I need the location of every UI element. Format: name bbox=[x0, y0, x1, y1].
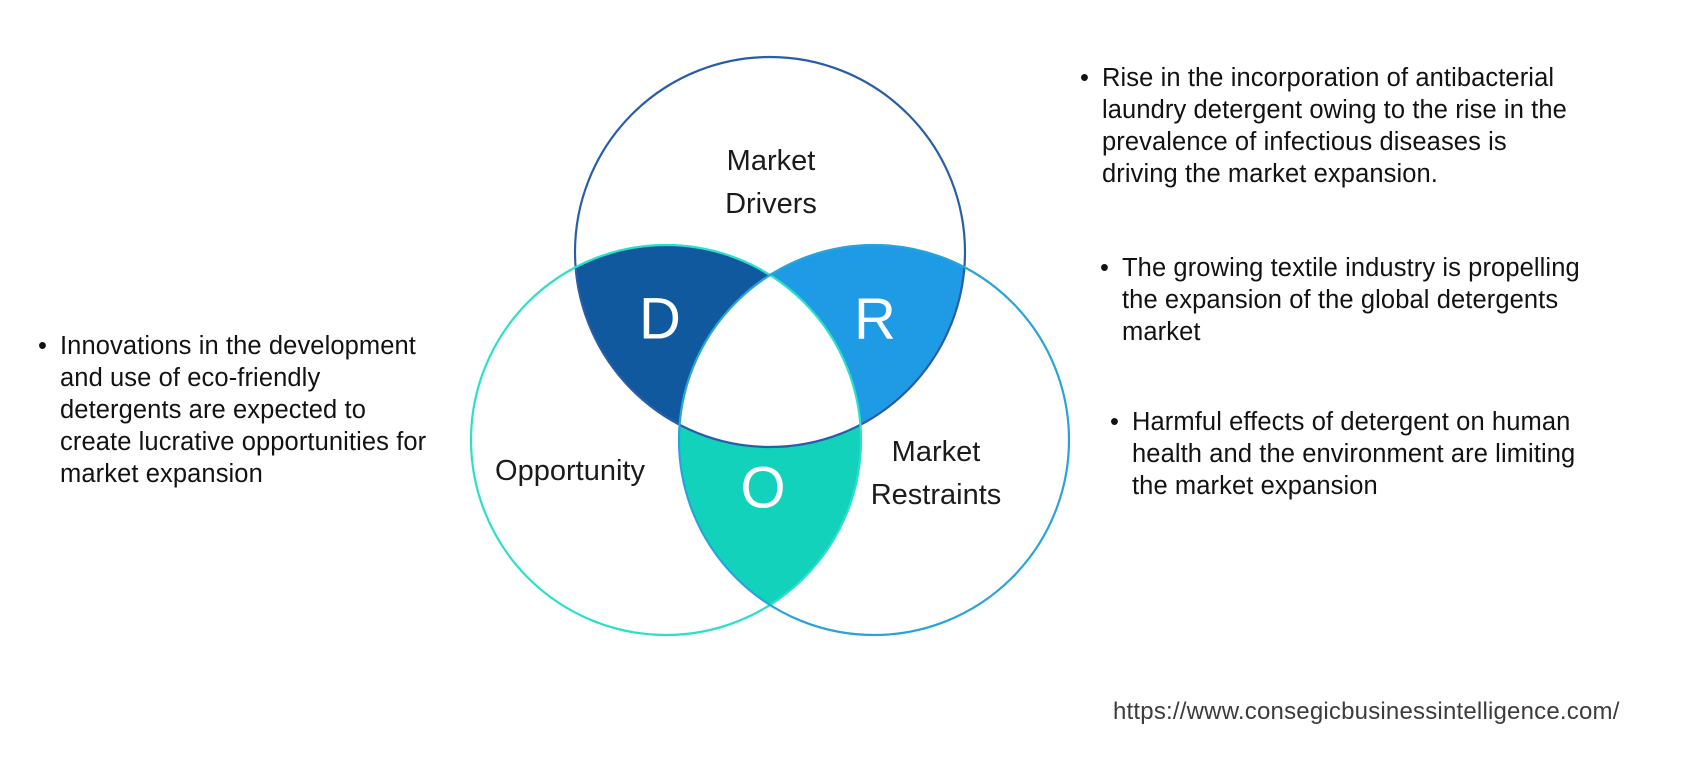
bullet-marker-icon: • bbox=[1080, 64, 1090, 92]
venn-letter-r: R bbox=[854, 286, 896, 351]
circle-outline-market-drivers bbox=[573, 55, 967, 449]
venn-label-market-drivers-line1: Market bbox=[727, 145, 816, 177]
venn-label-market-restraints-line2: Restraints bbox=[871, 479, 1002, 511]
bullet-text: The growing textile industry is propelli… bbox=[1122, 254, 1580, 346]
bullet-text: Harmful effects of detergent on human he… bbox=[1132, 408, 1576, 500]
source-url[interactable]: https://www.consegicbusinessintelligence… bbox=[1113, 698, 1620, 725]
bullet-text: Innovations in the development and use o… bbox=[60, 332, 427, 488]
list-item: • Innovations in the development and use… bbox=[38, 330, 428, 490]
bullet-marker-icon: • bbox=[38, 332, 48, 360]
bullet-marker-icon: • bbox=[1100, 254, 1110, 282]
venn-letter-d: D bbox=[639, 286, 681, 351]
venn-label-opportunity: Opportunity bbox=[495, 455, 645, 487]
venn-label-market-restraints-line1: Market bbox=[892, 436, 981, 468]
left-bullet-column: • Innovations in the development and use… bbox=[38, 330, 428, 490]
list-item: • Rise in the incorporation of antibacte… bbox=[1080, 62, 1580, 190]
bullet-text: Rise in the incorporation of antibacteri… bbox=[1102, 64, 1567, 188]
circle-outline-market-restraints bbox=[677, 243, 1071, 637]
venn-label-market-drivers-line2: Drivers bbox=[725, 188, 817, 220]
circle-outline-opportunity bbox=[469, 243, 863, 637]
venn-svg: D R O Market Drivers Opportunity Market … bbox=[469, 55, 1071, 637]
list-item: • The growing textile industry is propel… bbox=[1080, 252, 1580, 348]
venn-letter-o: O bbox=[740, 455, 785, 520]
venn-diagram: D R O Market Drivers Opportunity Market … bbox=[430, 30, 1110, 650]
list-item: • Harmful effects of detergent on human … bbox=[1080, 406, 1580, 502]
bullet-marker-icon: • bbox=[1110, 408, 1120, 436]
right-bullet-column: • Rise in the incorporation of antibacte… bbox=[1080, 62, 1580, 502]
